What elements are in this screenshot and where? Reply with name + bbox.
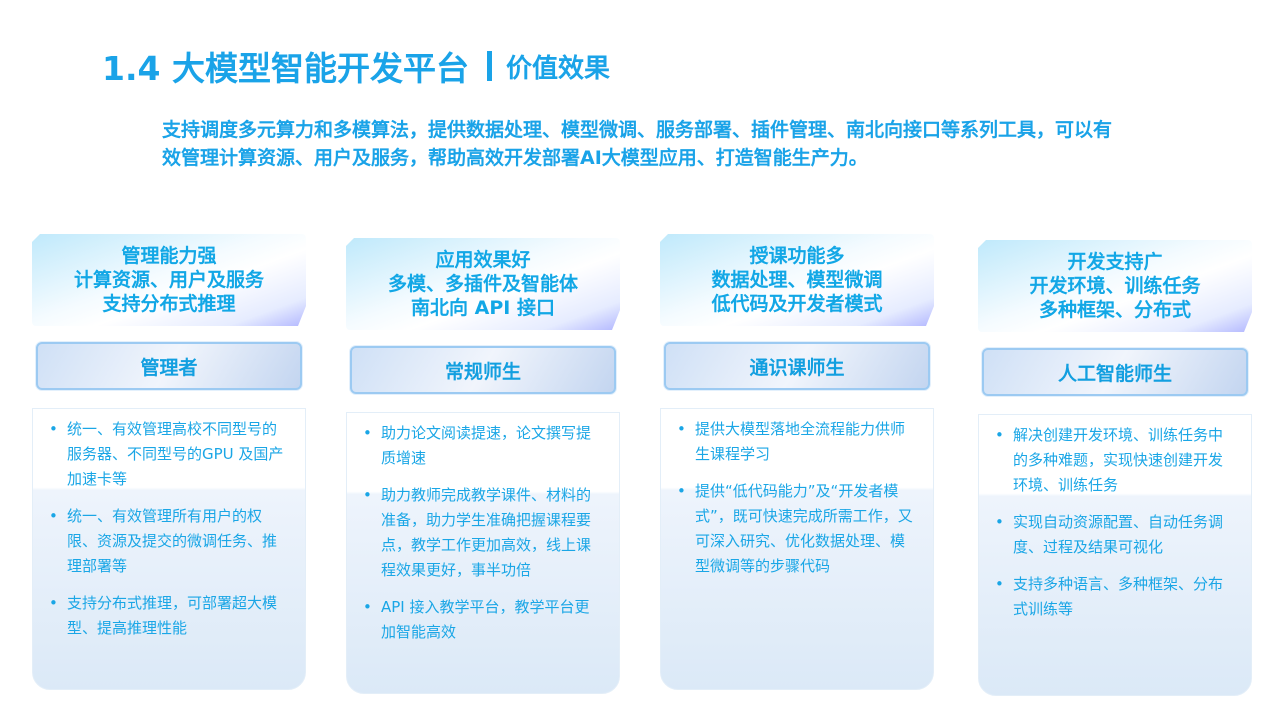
list-item: 提供大模型落地全流程能力供师生课程学习	[675, 417, 915, 467]
list-item: 统一、有效管理高校不同型号的服务器、不同型号的GPU 及国产加速卡等	[47, 417, 287, 492]
value-column: 授课功能多数据处理、模型微调低代码及开发者模式通识课师生提供大模型落地全流程能力…	[660, 234, 934, 690]
column-body: 助力论文阅读提速，论文撰写提质增速助力教师完成教学课件、材料的准备，助力学生准确…	[346, 412, 620, 694]
column-headline: 授课功能多数据处理、模型微调低代码及开发者模式	[660, 234, 934, 326]
list-item: 助力教师完成教学课件、材料的准备，助力学生准确把握课程要点，教学工作更加高效，线…	[361, 483, 601, 583]
column-body: 提供大模型落地全流程能力供师生课程学习提供“低代码能力”及“开发者模式”，既可快…	[660, 408, 934, 690]
list-item: 解决创建开发环境、训练任务中的多种难题，实现快速创建开发环境、训练任务	[993, 423, 1233, 498]
headline-line: 低代码及开发者模式	[711, 293, 883, 315]
headline-line: 多种框架、分布式	[1038, 299, 1191, 321]
role-label: 人工智能师生	[982, 348, 1248, 396]
list-item: 支持分布式推理，可部署超大模型、提高推理性能	[47, 591, 287, 641]
title-main: 1.4 大模型智能开发平台	[102, 49, 469, 88]
headline-line: 计算资源、用户及服务	[73, 269, 264, 291]
headline-line: 南北向 API 接口	[411, 297, 555, 319]
intro-text: 支持调度多元算力和多模算法，提供数据处理、模型微调、服务部署、插件管理、南北向接…	[162, 119, 1113, 169]
list-item: 实现自动资源配置、自动任务调度、过程及结果可视化	[993, 510, 1233, 560]
column-headline: 管理能力强计算资源、用户及服务支持分布式推理	[32, 234, 306, 326]
value-column: 管理能力强计算资源、用户及服务支持分布式推理管理者统一、有效管理高校不同型号的服…	[32, 234, 306, 690]
page-title: 1.4 大模型智能开发平台 价值效果	[102, 42, 610, 90]
headline-line: 开发环境、训练任务	[1029, 275, 1201, 297]
column-headline: 开发支持广开发环境、训练任务多种框架、分布式	[978, 240, 1252, 332]
role-label: 常规师生	[350, 346, 616, 394]
value-column: 开发支持广开发环境、训练任务多种框架、分布式人工智能师生解决创建开发环境、训练任…	[978, 240, 1252, 696]
list-item: 助力论文阅读提速，论文撰写提质增速	[361, 421, 601, 471]
role-label: 通识课师生	[664, 342, 930, 390]
headline-line: 授课功能多	[749, 245, 845, 267]
title-sub: 价值效果	[505, 53, 610, 84]
headline-line: 多模、多插件及智能体	[387, 273, 578, 295]
role-label: 管理者	[36, 342, 302, 390]
headline-line: 管理能力强	[121, 245, 217, 267]
list-item: 统一、有效管理所有用户的权限、资源及提交的微调任务、推理部署等	[47, 504, 287, 579]
column-body: 解决创建开发环境、训练任务中的多种难题，实现快速创建开发环境、训练任务实现自动资…	[978, 414, 1252, 696]
headline-line: 应用效果好	[435, 249, 531, 271]
list-item: 提供“低代码能力”及“开发者模式”，既可快速完成所需工作，又可深入研究、优化数据…	[675, 479, 915, 579]
title-divider	[486, 51, 492, 81]
column-body: 统一、有效管理高校不同型号的服务器、不同型号的GPU 及国产加速卡等统一、有效管…	[32, 408, 306, 690]
list-item: 支持多种语言、多种框架、分布式训练等	[993, 572, 1233, 622]
column-headline: 应用效果好多模、多插件及智能体南北向 API 接口	[346, 238, 620, 330]
list-item: API 接入教学平台，教学平台更加智能高效	[361, 595, 601, 645]
headline-line: 支持分布式推理	[102, 293, 236, 315]
headline-line: 开发支持广	[1067, 251, 1163, 273]
headline-line: 数据处理、模型微调	[711, 269, 883, 291]
